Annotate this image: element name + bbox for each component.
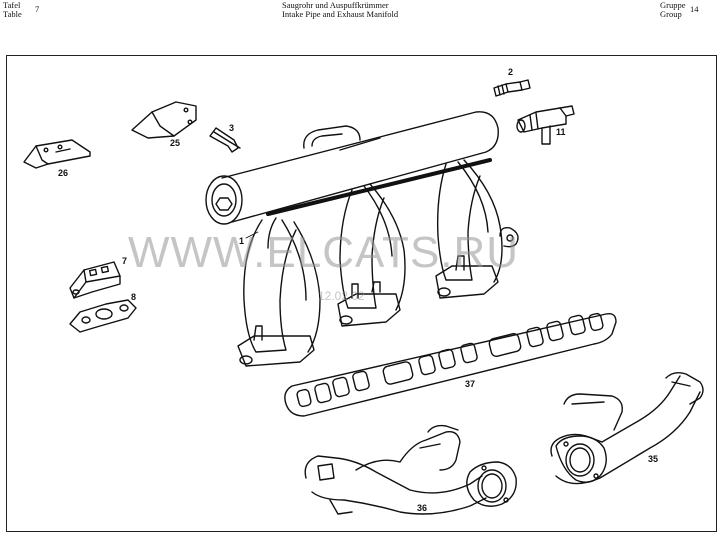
group-label: Gruppe Group 14 [660, 0, 699, 19]
group-number: 14 [690, 4, 699, 14]
part-8-gasket[interactable] [69, 299, 137, 333]
part-2-fitting[interactable] [493, 79, 531, 97]
table-label-en: Table [3, 9, 22, 19]
part-3-stud[interactable] [209, 127, 241, 153]
group-label-de: Gruppe [660, 0, 686, 10]
callout-8: 8 [131, 292, 136, 302]
group-label-en: Group [660, 9, 682, 19]
part-35-exhaust-manifold[interactable] [550, 371, 704, 485]
callout-11: 11 [556, 127, 566, 137]
table-number: 7 [35, 4, 40, 14]
drawing-frame [6, 55, 717, 532]
watermark-text: WWW.ELCATS.RU [128, 228, 520, 277]
callout-36: 36 [417, 503, 427, 513]
watermark-date: 12.02.02 [318, 289, 365, 303]
page-title: Saugrohr und Auspuffkrümmer Intake Pipe … [282, 1, 398, 19]
page-title-en: Intake Pipe and Exhaust Manifold [282, 9, 399, 19]
callout-1: 1 [239, 236, 244, 246]
callout-3: 3 [229, 123, 234, 133]
part-7-mount-block[interactable] [69, 261, 121, 299]
part-11-tee-fitting[interactable] [516, 105, 575, 145]
part-25-bracket[interactable] [131, 101, 197, 139]
callout-26: 26 [58, 168, 68, 178]
part-37-manifold-gasket[interactable] [284, 312, 617, 417]
table-label-de: Tafel [3, 0, 21, 10]
part-26-bracket[interactable] [23, 139, 91, 169]
part-1-intake-manifold[interactable] [205, 111, 519, 367]
part-36-exhaust-manifold[interactable] [304, 424, 517, 515]
callout-7: 7 [122, 256, 127, 266]
callout-2: 2 [508, 67, 513, 77]
callout-35: 35 [648, 454, 658, 464]
callout-25: 25 [170, 138, 180, 148]
callout-37: 37 [465, 379, 475, 389]
table-label: Tafel Table 7 [3, 0, 39, 19]
page-title-de: Saugrohr und Auspuffkrümmer [282, 0, 389, 10]
